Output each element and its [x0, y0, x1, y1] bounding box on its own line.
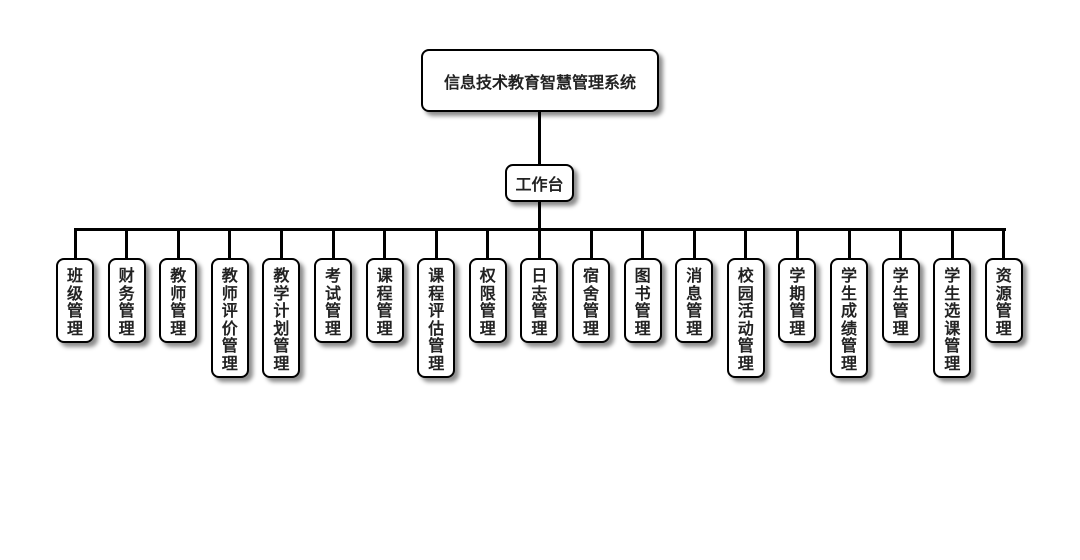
connector-module — [537, 229, 541, 258]
module-node: 学生成绩管理 — [830, 258, 868, 378]
connector-module — [795, 229, 799, 258]
module-label: 班级管理 — [67, 266, 84, 338]
module-node: 班级管理 — [56, 258, 94, 343]
connector-module — [486, 229, 490, 258]
module-node: 日志管理 — [520, 258, 559, 343]
module-node: 学生管理 — [881, 258, 920, 343]
module-node: 权限管理 — [468, 258, 507, 343]
module-node: 校园活动管理 — [726, 258, 765, 378]
root-node: 信息技术教育智慧管理系统 — [421, 49, 659, 112]
module-node: 财务管理 — [107, 258, 146, 343]
module-node: 教学计划管理 — [262, 258, 301, 378]
connector-hub-bus — [538, 202, 541, 230]
connector-module — [641, 229, 645, 258]
connector-module — [589, 229, 593, 258]
module-label: 日志管理 — [531, 266, 548, 338]
connector-module — [847, 229, 851, 258]
module-node: 学生选课管理 — [933, 258, 972, 378]
connector-module — [383, 229, 387, 258]
module-node: 学期管理 — [778, 258, 817, 343]
module-node: 宿舍管理 — [572, 258, 610, 343]
module-label: 教学计划管理 — [273, 266, 290, 373]
connector-module — [279, 229, 283, 258]
connector-module — [434, 229, 438, 258]
module-label: 学期管理 — [789, 266, 806, 338]
module-node: 考试管理 — [314, 258, 352, 343]
module-node: 课程评估管理 — [417, 258, 456, 378]
connector-root-hub — [538, 112, 541, 164]
module-label: 学生选课管理 — [944, 266, 961, 373]
connector-module — [125, 229, 129, 258]
connector-module — [899, 229, 903, 258]
module-label: 图书管理 — [634, 266, 651, 338]
connector-module — [692, 229, 696, 258]
connector-module — [744, 229, 748, 258]
module-node: 教师评价管理 — [210, 258, 249, 378]
module-label: 课程评估管理 — [428, 266, 445, 373]
module-label: 课程管理 — [376, 266, 393, 338]
module-label: 消息管理 — [686, 266, 703, 338]
module-label: 学生管理 — [892, 266, 909, 338]
hub-node: 工作台 — [505, 164, 574, 202]
module-node: 消息管理 — [675, 258, 714, 343]
module-label: 宿舍管理 — [583, 266, 600, 338]
connector-module — [73, 229, 77, 258]
connector-module — [950, 229, 954, 258]
module-node: 资源管理 — [984, 258, 1023, 343]
module-label: 资源管理 — [995, 266, 1012, 338]
module-label: 权限管理 — [479, 266, 496, 338]
connector-module — [228, 229, 232, 258]
module-label: 考试管理 — [325, 266, 342, 338]
connector-module — [331, 229, 335, 258]
root-label: 信息技术教育智慧管理系统 — [443, 72, 636, 92]
module-node: 课程管理 — [365, 258, 404, 343]
module-label: 学生成绩管理 — [841, 266, 858, 373]
connector-module — [176, 229, 180, 258]
module-label: 教师评价管理 — [221, 266, 238, 373]
hub-label: 工作台 — [515, 175, 564, 194]
module-node: 图书管理 — [623, 258, 662, 343]
connector-module — [1002, 229, 1006, 258]
module-label: 教师管理 — [170, 266, 187, 338]
module-label: 校园活动管理 — [737, 266, 754, 373]
module-node: 教师管理 — [159, 258, 198, 343]
module-label: 财务管理 — [118, 266, 135, 338]
